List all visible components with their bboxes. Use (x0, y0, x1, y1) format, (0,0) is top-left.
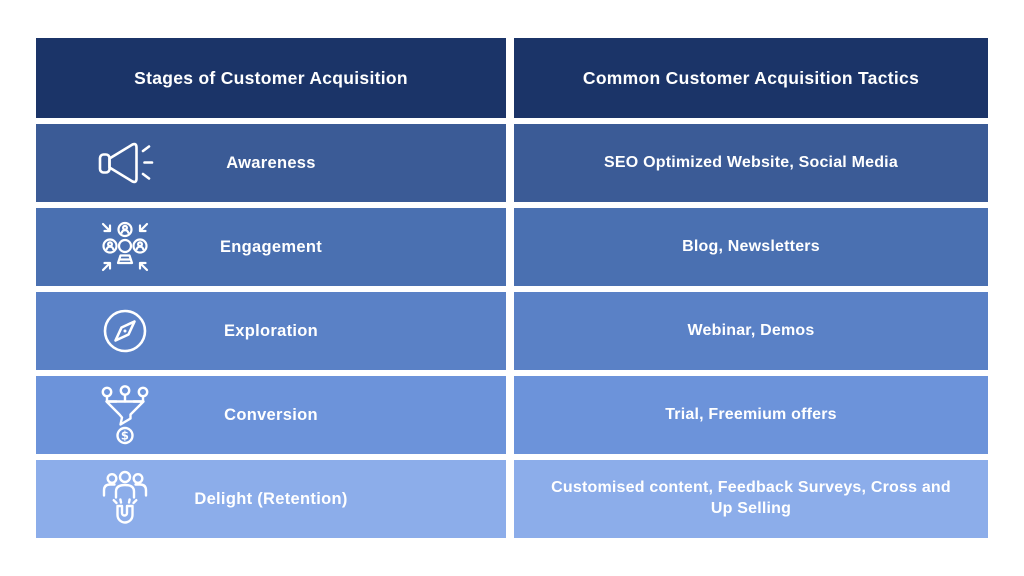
tactics-text: Blog, Newsletters (682, 237, 820, 255)
stage-label: Engagement (219, 237, 323, 256)
tactics-cell-conversion: Trial, Freemium offers (514, 376, 988, 454)
stage-cell-delight: Delight (Retention) (36, 460, 506, 538)
tactics-cell-delight: Customised content, Feedback Surveys, Cr… (514, 460, 988, 538)
tactics-text: Trial, Freemium offers (665, 405, 837, 423)
tactics-column-header: Common Customer Acquisition Tactics (514, 38, 988, 118)
svg-text:$: $ (121, 429, 129, 443)
people-magnet-icon (92, 466, 158, 532)
stage-label: Conversion (224, 405, 318, 424)
tactics-cell-exploration: Webinar, Demos (514, 292, 988, 370)
funnel-dollar-icon: $ (92, 382, 158, 448)
stage-label: Awareness (226, 153, 316, 172)
stage-label: Delight (Retention) (194, 489, 348, 508)
tactics-cell-engagement: Blog, Newsletters (514, 208, 988, 286)
tactics-text: SEO Optimized Website, Social Media (604, 153, 898, 171)
audience-engagement-icon (92, 214, 158, 280)
tactics-text: Webinar, Demos (687, 321, 815, 339)
customer-acquisition-table: Stages of Customer Acquisition Common Cu… (36, 38, 988, 538)
tactics-text: Customised content, Feedback Surveys, Cr… (551, 479, 951, 517)
stage-cell-conversion: $ Conversion (36, 376, 506, 454)
stage-cell-exploration: Exploration (36, 292, 506, 370)
compass-icon (92, 298, 158, 364)
stage-cell-awareness: Awareness (36, 124, 506, 202)
stage-column-header: Stages of Customer Acquisition (36, 38, 506, 118)
megaphone-icon (92, 130, 158, 196)
stage-cell-engagement: Engagement (36, 208, 506, 286)
tactics-cell-awareness: SEO Optimized Website, Social Media (514, 124, 988, 202)
stage-label: Exploration (223, 321, 319, 340)
